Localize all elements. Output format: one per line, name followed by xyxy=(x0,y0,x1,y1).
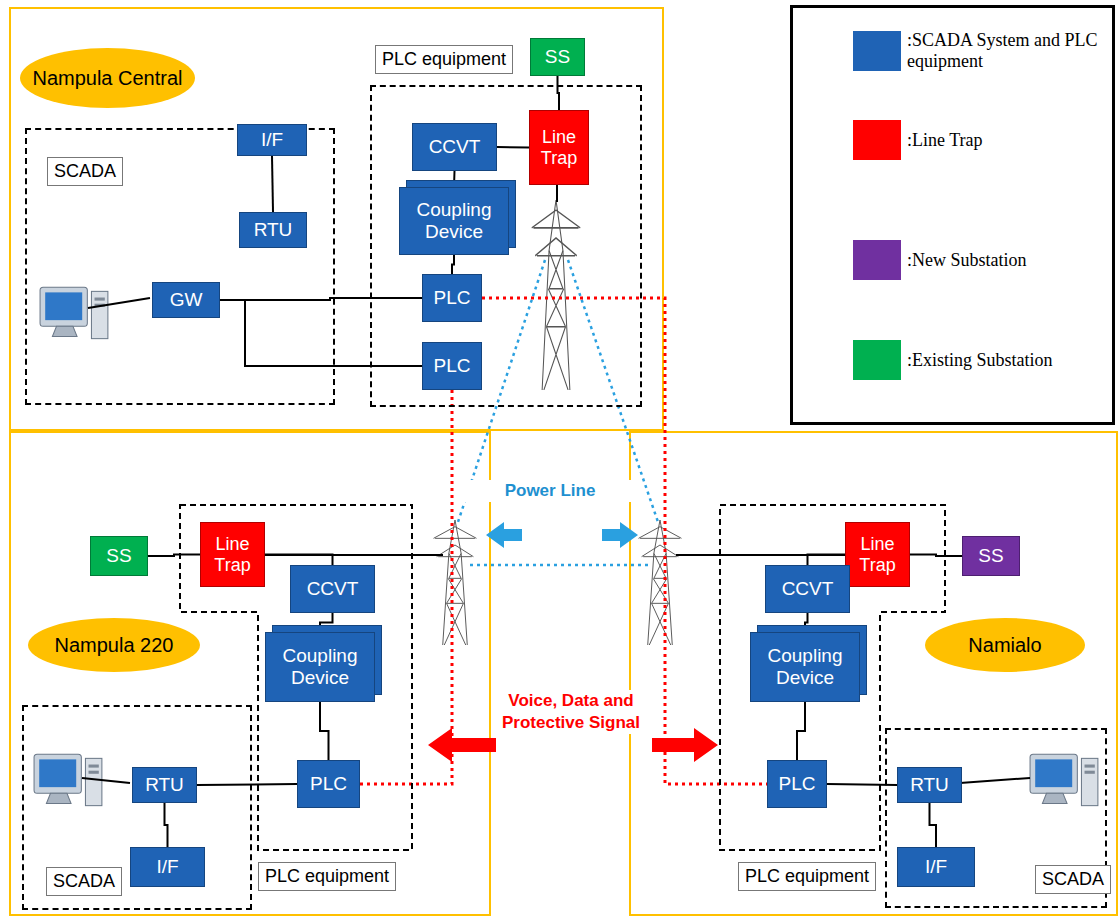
node-label: PLC xyxy=(310,773,347,795)
wire-connector xyxy=(452,255,454,274)
wire-connector xyxy=(272,156,273,212)
legend-swatch xyxy=(853,340,901,380)
equipment-box: PLC xyxy=(767,760,827,808)
equipment-box: RTU xyxy=(132,767,197,803)
line-trap-box: Line Trap xyxy=(845,522,910,587)
dashed-group: SCADARTUI/F xyxy=(885,728,1107,908)
dashed-group: SCADA RTU I/F xyxy=(22,705,252,910)
node-label: RTU xyxy=(145,774,184,796)
legend-swatch xyxy=(853,240,901,280)
node-label: RTU xyxy=(254,219,293,241)
equipment-box: GW xyxy=(152,282,220,318)
wire-connector xyxy=(220,300,422,366)
wire-connector xyxy=(797,702,805,760)
dashed-group: PLC equipmentCCVTLine TrapCoupling Devic… xyxy=(370,85,642,407)
line-trap-box: Line Trap xyxy=(200,522,265,587)
node-label: CCVT xyxy=(429,136,481,158)
wire-connector xyxy=(197,784,297,785)
node-label: SS xyxy=(106,545,131,567)
line-trap-box: Line Trap xyxy=(529,110,589,185)
equipment-box: CCVT xyxy=(765,565,850,613)
annotation-label: Voice, Data and Protective Signal xyxy=(498,690,644,734)
legend-entry: :Existing Substation xyxy=(853,340,1108,380)
legend-swatch xyxy=(853,120,901,160)
node-label: I/F xyxy=(925,856,947,878)
dashed-group: SCADA I/F RTU GW xyxy=(25,128,335,405)
node-label: CCVT xyxy=(782,578,834,600)
node-label: I/F xyxy=(261,129,283,151)
substation-box: SS xyxy=(962,536,1020,576)
coupling-device-box: Coupling Device xyxy=(265,632,375,702)
equipment-box: I/F xyxy=(897,847,975,887)
equipment-box: I/F xyxy=(237,124,307,156)
wire-connector xyxy=(165,803,168,847)
equipment-box: PLC xyxy=(422,342,482,390)
wire-connector xyxy=(805,613,808,632)
group-heading: SCADA xyxy=(1035,865,1111,894)
wire-connector xyxy=(453,171,456,187)
wire-connector xyxy=(558,76,560,110)
node-label: SS xyxy=(978,545,1003,567)
group-heading: SCADA xyxy=(47,157,123,186)
legend-swatch xyxy=(853,31,901,71)
annotation-label: Power Line xyxy=(460,480,640,502)
coupling-device-box: Coupling Device xyxy=(399,187,509,255)
station-ellipse: Namialo xyxy=(925,618,1085,672)
node-label: Namialo xyxy=(968,634,1041,657)
group-heading: PLC equipment xyxy=(375,45,513,74)
wire-connector xyxy=(808,555,846,566)
equipment-box: CCVT xyxy=(412,123,497,171)
equipment-box: PLC xyxy=(297,760,360,808)
node-label: Coupling Device xyxy=(404,199,504,243)
wire-connector xyxy=(320,613,333,632)
equipment-box: I/F xyxy=(130,847,205,887)
node-label: Line Trap xyxy=(205,534,260,575)
wire-connector xyxy=(497,146,529,149)
node-label: Nampula 220 xyxy=(55,634,174,657)
node-label: PLC xyxy=(434,287,471,309)
legend-entry: :SCADA System and PLC equipment xyxy=(853,30,1108,72)
node-label: Line Trap xyxy=(850,534,905,575)
station-ellipse: Nampula 220 xyxy=(28,618,200,672)
group-heading: PLC equipment xyxy=(258,862,396,891)
station-ellipse: Nampula Central xyxy=(20,48,195,108)
coupling-device-box: Coupling Device xyxy=(750,632,860,702)
node-label: I/F xyxy=(156,856,178,878)
group-heading: PLC equipment xyxy=(738,862,876,891)
substation-box: SS xyxy=(90,536,148,576)
substation-box: SS xyxy=(530,38,585,76)
legend-entry: :Line Trap xyxy=(853,120,1108,160)
legend-text: :SCADA System and PLC equipment xyxy=(907,30,1108,72)
equipment-box: RTU xyxy=(897,767,962,803)
node-label: Coupling Device xyxy=(270,645,370,689)
node-label: Nampula Central xyxy=(32,67,182,90)
node-label: Line Trap xyxy=(534,127,584,168)
node-label: SS xyxy=(545,46,570,68)
legend-box: :SCADA System and PLC equipment :Line Tra… xyxy=(790,5,1115,425)
node-label: RTU xyxy=(910,774,949,796)
node-label: GW xyxy=(170,289,203,311)
node-label: Coupling Device xyxy=(755,645,855,689)
wire-connector xyxy=(930,803,937,847)
wire-connector xyxy=(148,555,200,557)
legend-text: :Existing Substation xyxy=(907,350,1053,371)
equipment-box: RTU xyxy=(239,212,307,248)
wire-connector xyxy=(910,555,962,557)
group-heading: SCADA xyxy=(46,867,122,896)
equipment-box: PLC xyxy=(422,274,482,322)
wire-connector xyxy=(220,298,422,300)
signal-connector xyxy=(482,298,767,784)
legend-text: :New Substation xyxy=(907,250,1027,271)
dashed-group: PLC equipmentLine TrapCCVTCoupling Devic… xyxy=(180,505,412,855)
legend-text: :Line Trap xyxy=(907,130,983,151)
legend-entry: :New Substation xyxy=(853,240,1108,280)
wire-connector xyxy=(265,555,333,566)
node-label: CCVT xyxy=(307,578,359,600)
equipment-box: CCVT xyxy=(290,565,375,613)
node-label: PLC xyxy=(779,773,816,795)
wire-connector xyxy=(320,702,329,760)
node-label: PLC xyxy=(434,355,471,377)
